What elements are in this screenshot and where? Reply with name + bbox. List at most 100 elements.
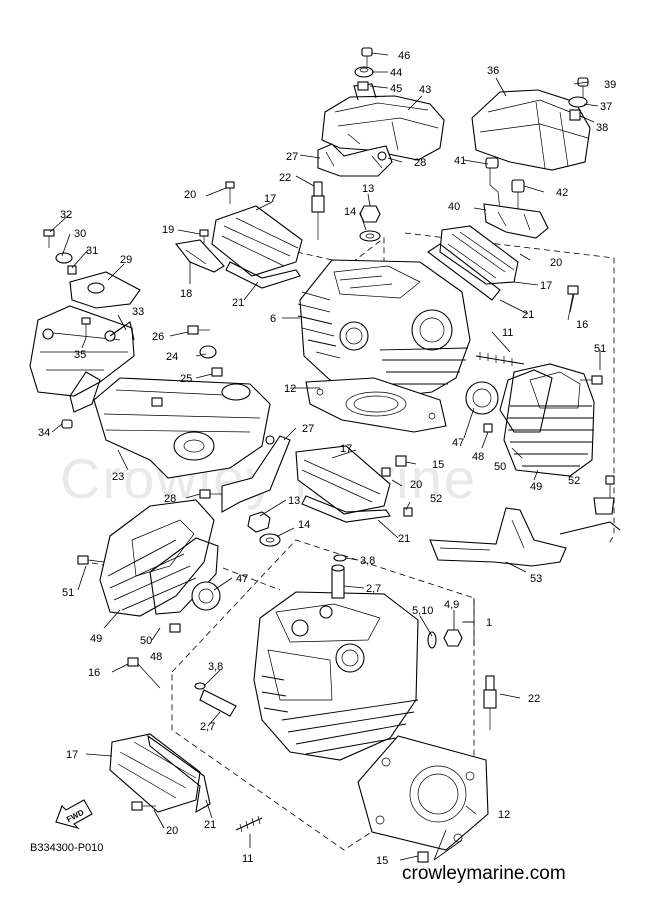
callout-11-lower: 11	[242, 853, 253, 865]
callout-41: 41	[454, 155, 466, 167]
valve-guide-lower-upper	[331, 564, 345, 599]
callout-23: 23	[112, 471, 124, 483]
callout-49-lower: 49	[90, 633, 102, 645]
callout-22-upper: 22	[279, 172, 291, 184]
fitting-42	[511, 179, 525, 212]
callout-labels: 46 44 45 43 36 39 37 38 27 28 41 42 22 1…	[38, 50, 616, 867]
collar-25	[211, 367, 223, 377]
washer-14-mid	[259, 533, 281, 547]
callout-29: 29	[120, 254, 132, 266]
callout-42: 42	[556, 187, 568, 199]
stud-11-upper	[475, 352, 525, 366]
callout-50-lower: 50	[140, 635, 152, 647]
rocker-cover-upper-left	[321, 83, 445, 161]
callout-24: 24	[166, 351, 178, 363]
callout-36: 36	[487, 65, 499, 77]
washer-5-10	[427, 631, 437, 649]
callout-20-mid: 20	[410, 479, 422, 491]
clip-3-8-upper	[333, 554, 347, 562]
bolt-16-upper	[567, 285, 579, 321]
seal-47-lower	[191, 581, 221, 611]
callout-50-upper: 50	[494, 461, 506, 473]
side-cover-29	[69, 271, 141, 309]
bracket-18	[174, 239, 225, 273]
callout-20-upper: 20	[184, 189, 196, 201]
spark-plug-upper	[311, 181, 325, 240]
callout-31: 31	[86, 245, 98, 257]
callout-20-lower: 20	[166, 825, 178, 837]
collar-45	[357, 81, 369, 91]
callout-17-lower: 17	[66, 749, 78, 761]
callout-52-mid: 52	[430, 493, 442, 505]
callout-1: 1	[486, 617, 492, 629]
bolt-48-lower	[169, 623, 181, 633]
callout-28-mid: 28	[164, 493, 176, 505]
callout-34: 34	[38, 427, 50, 439]
head-gasket-upper	[305, 377, 447, 433]
bracket-53	[429, 507, 621, 567]
callout-17-right: 17	[540, 280, 552, 292]
callout-45: 45	[390, 83, 402, 95]
callout-20-right: 20	[550, 257, 562, 269]
callout-26: 26	[152, 331, 164, 343]
callout-14-mid: 14	[298, 519, 310, 531]
callout-17-mid: 17	[340, 443, 352, 455]
callout-2-7-upper: 2,7	[366, 583, 381, 595]
bolt-51-upper	[580, 375, 603, 385]
nut-13-upper	[359, 205, 381, 223]
tappet-cover-lower	[109, 733, 211, 814]
callout-22-lower: 22	[528, 693, 540, 705]
callout-48-lower: 48	[150, 651, 162, 663]
leader-lines	[49, 52, 601, 861]
callout-15-lower: 15	[376, 855, 388, 867]
spark-plug-lower	[483, 675, 497, 730]
callout-35: 35	[74, 349, 86, 361]
bracket-40	[483, 203, 549, 239]
callout-32: 32	[60, 209, 72, 221]
callout-37: 37	[600, 101, 612, 113]
fwd-arrow-icon: FWD	[55, 799, 93, 830]
callout-52-upper: 52	[568, 475, 580, 487]
callout-13-upper: 13	[362, 183, 374, 195]
sensor-41	[485, 157, 501, 211]
washer-14-upper	[359, 230, 381, 242]
callout-18: 18	[180, 288, 192, 300]
callout-38: 38	[596, 122, 608, 134]
callout-21-lower: 21	[204, 819, 216, 831]
bolt-16-lower	[127, 657, 161, 689]
head-gasket-lower	[357, 735, 489, 851]
callout-3-8-lower: 3,8	[208, 661, 223, 673]
callout-17-upper: 17	[264, 193, 276, 205]
nut-13-mid	[247, 511, 271, 533]
callout-15-upper: 15	[432, 459, 444, 471]
callout-47-upper: 47	[452, 437, 464, 449]
callout-4-9: 4,9	[444, 599, 459, 611]
bolt-20-mid	[381, 467, 391, 477]
callout-40: 40	[448, 201, 460, 213]
callout-25: 25	[180, 373, 192, 385]
callout-30: 30	[74, 228, 86, 240]
callout-39: 39	[604, 79, 616, 91]
cylinder-head-upper	[297, 259, 471, 399]
callout-12-lower: 12	[498, 809, 510, 821]
callout-21-right: 21	[522, 309, 534, 321]
bolt-35	[81, 317, 91, 338]
callout-16-upper: 16	[576, 319, 588, 331]
collar-38	[569, 109, 581, 121]
callout-49-upper: 49	[530, 481, 542, 493]
bracket-27-upper	[317, 143, 393, 177]
cover-50-lower	[149, 537, 219, 615]
tappet-cover-mid	[295, 445, 391, 523]
bolt-34	[61, 419, 73, 429]
clip-3-8-lower	[194, 682, 206, 690]
grommet-37	[568, 96, 588, 108]
group-bracket-1	[464, 598, 475, 646]
callout-46: 46	[398, 50, 410, 62]
rocker-cover-upper-right	[471, 89, 591, 171]
callout-51-upper: 51	[594, 343, 606, 355]
bolt-20-lower	[131, 801, 156, 811]
site-url: crowleymarine.com	[402, 863, 566, 884]
cylinder-head-lower	[253, 591, 419, 761]
callout-21-upper: 21	[232, 297, 244, 309]
